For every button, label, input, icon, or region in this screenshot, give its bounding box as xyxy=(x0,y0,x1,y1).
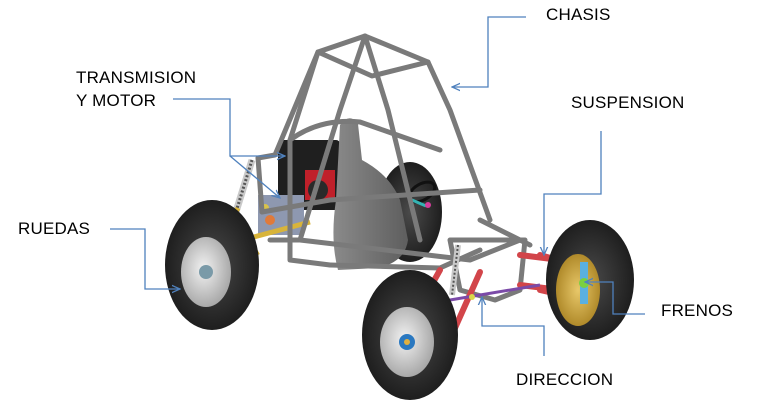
leader-motor xyxy=(229,155,280,198)
leader-lines xyxy=(110,16,645,356)
leader-suspension xyxy=(544,131,602,255)
label-direccion: DIRECCION xyxy=(516,370,614,389)
label-suspension: SUSPENSION xyxy=(571,93,685,112)
label-frenos: FRENOS xyxy=(661,301,734,320)
seat-icon xyxy=(333,118,408,271)
label-chasis: CHASIS xyxy=(546,5,611,24)
leader-ruedas xyxy=(110,228,180,289)
front-right-wheel xyxy=(546,220,634,340)
label-transmision: TRANSMISION xyxy=(76,68,197,87)
chassis-frame xyxy=(255,33,533,303)
leader-transmision xyxy=(173,98,285,156)
front-left-wheel xyxy=(362,270,458,400)
leader-frenos xyxy=(585,282,645,315)
label-ruedas: RUEDAS xyxy=(18,219,91,238)
label-motor: Y MOTOR xyxy=(76,91,157,110)
leader-direccion xyxy=(482,297,545,356)
leader-chasis xyxy=(452,16,526,87)
rear-left-wheel xyxy=(165,200,259,330)
